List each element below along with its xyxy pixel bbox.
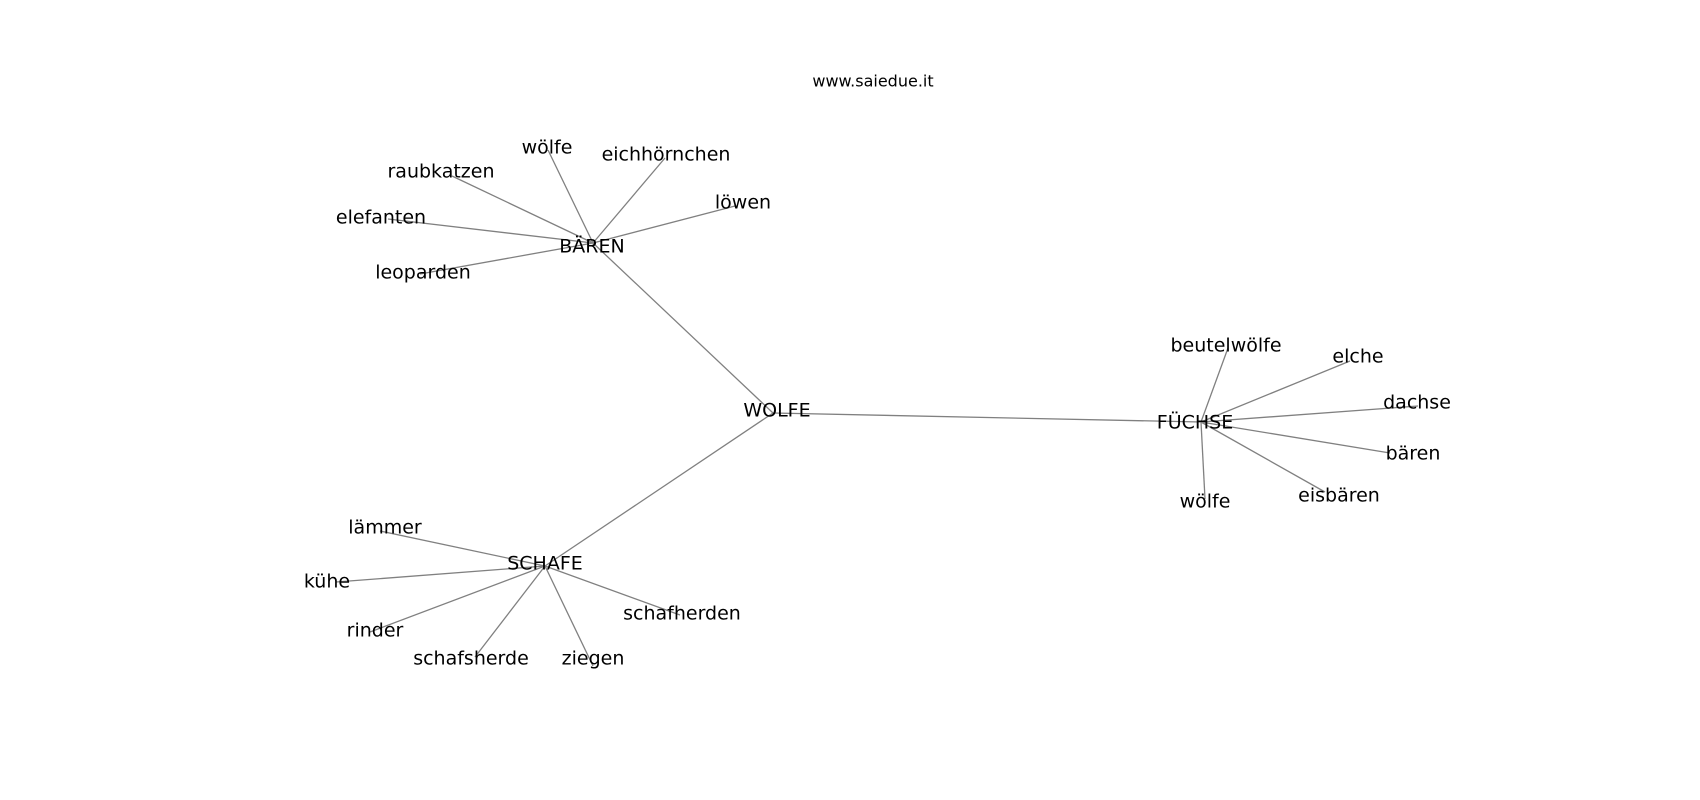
edge-baren-b_elefanten — [387, 218, 594, 244]
node-label-f-baeren: bären — [1386, 443, 1441, 465]
node-label-s-schafsherde: schafsherde — [413, 648, 529, 670]
node-label-s-kuehe: kühe — [304, 571, 350, 593]
node-label-f-beutelwoelfe: beutelwölfe — [1170, 335, 1281, 357]
edge-baren-b_loewen — [592, 205, 736, 244]
nodes-layer: WOLFE BÄREN FÜCHSE SCHAFE wölfe eichhörnchen r… — [304, 137, 1451, 670]
edge-fuchse-f_eisbaeren — [1200, 421, 1326, 493]
node-label-f-elche: elche — [1332, 346, 1383, 368]
edge-wolfe-schafe — [544, 412, 774, 567]
edge-baren-b_woelfe — [547, 149, 594, 244]
edge-schafe-s_schafsherde — [474, 565, 546, 658]
site-watermark: www.saiedue.it — [812, 72, 933, 91]
edges-layer — [335, 149, 1419, 667]
node-label-f-woelfe: wölfe — [1180, 491, 1231, 513]
edge-schafe-s_ziegen — [544, 565, 594, 667]
node-label-s-laemmer: lämmer — [348, 517, 422, 539]
edge-schafe-s_schafherden — [544, 565, 681, 616]
node-label-schafe: SCHAFE — [507, 553, 583, 575]
edge-baren-b_leoparden — [419, 242, 594, 275]
edge-schafe-s_kuehe — [335, 565, 546, 583]
edge-schafe-s_rinder — [369, 565, 546, 633]
node-label-b-elefanten: elefanten — [336, 207, 426, 229]
node-label-s-rinder: rinder — [347, 620, 404, 642]
node-label-b-woelfe: wölfe — [522, 137, 573, 159]
edge-fuchse-f_elche — [1200, 360, 1351, 423]
edge-fuchse-f_dachse — [1200, 405, 1419, 423]
edge-wolfe-baren — [592, 242, 774, 414]
node-label-b-loewen: löwen — [715, 192, 771, 214]
node-label-f-eisbaeren: eisbären — [1298, 485, 1380, 507]
edge-baren-b_eichhoernchen — [592, 157, 666, 244]
node-label-s-schafherden: schafherden — [623, 603, 741, 625]
node-label-b-leoparden: leoparden — [375, 262, 471, 284]
node-label-f-dachse: dachse — [1383, 392, 1451, 414]
node-label-b-raubkatzen: raubkatzen — [387, 161, 494, 183]
edge-fuchse-f_beutelwoelfe — [1200, 347, 1229, 423]
node-label-wolfe: WOLFE — [743, 400, 810, 422]
node-label-fuchse: FÜCHSE — [1157, 411, 1233, 434]
edge-fuchse-f_baeren — [1200, 421, 1391, 454]
edge-baren-b_raubkatzen — [451, 175, 594, 244]
node-label-baren: BÄREN — [559, 235, 624, 258]
edge-fuchse-f_woelfe — [1200, 421, 1206, 500]
edge-schafe-s_laemmer — [379, 530, 546, 567]
edge-wolfe-fuchse — [772, 412, 1202, 423]
node-label-b-eichhoernchen: eichhörnchen — [602, 144, 731, 166]
node-label-s-ziegen: ziegen — [562, 648, 625, 670]
